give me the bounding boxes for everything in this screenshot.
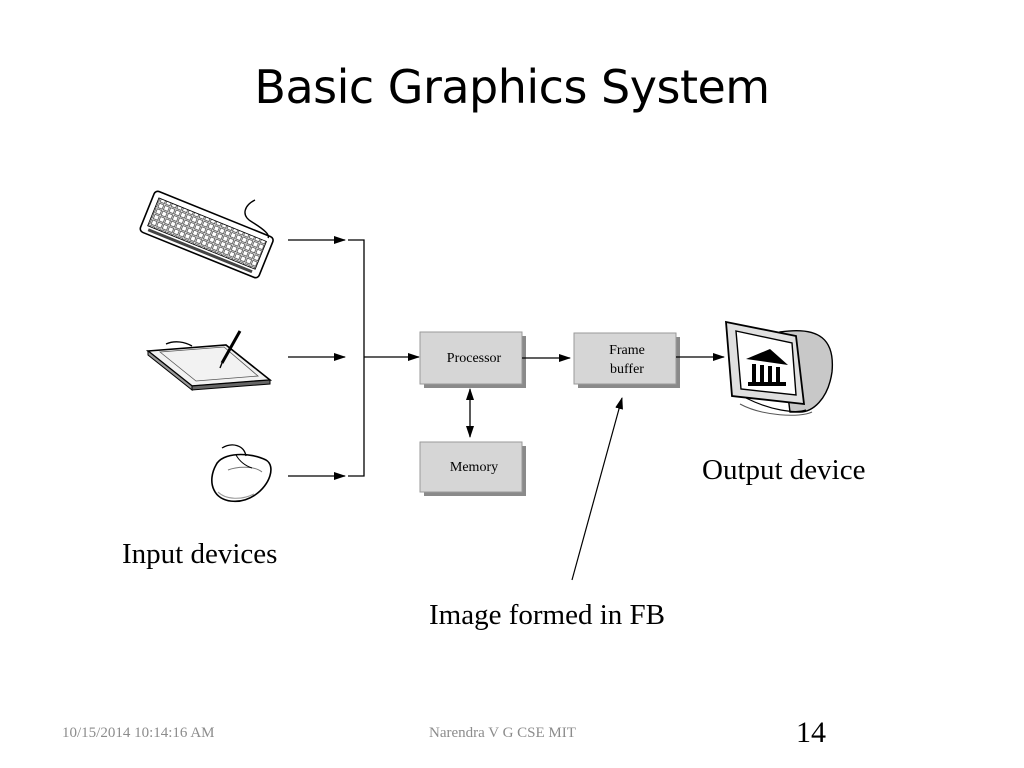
keyboard-icon bbox=[139, 190, 274, 279]
crt-monitor-icon bbox=[725, 320, 834, 416]
frame-buffer-label-line2: buffer bbox=[610, 362, 644, 377]
footer-author: Narendra V G CSE MIT bbox=[429, 725, 576, 741]
image-formed-caption: Image formed in FB bbox=[429, 599, 665, 631]
processor-label: Processor bbox=[447, 351, 502, 366]
frame-buffer-box: Frame buffer bbox=[573, 332, 680, 388]
page-number: 14 bbox=[796, 716, 826, 749]
memory-label: Memory bbox=[450, 460, 498, 475]
input-devices-caption: Input devices bbox=[122, 538, 278, 570]
slide-title: Basic Graphics System bbox=[254, 60, 770, 114]
memory-box: Memory bbox=[419, 441, 526, 496]
mouse-icon bbox=[211, 444, 272, 503]
input-bus-line bbox=[348, 239, 365, 477]
processor-box: Processor bbox=[419, 331, 526, 388]
frame-buffer-label-line1: Frame bbox=[609, 343, 645, 358]
image-formed-pointer bbox=[571, 397, 623, 581]
footer-date: 10/15/2014 10:14:16 AM bbox=[62, 725, 215, 741]
graphics-tablet-icon bbox=[145, 330, 273, 392]
output-device-caption: Output device bbox=[702, 454, 866, 486]
